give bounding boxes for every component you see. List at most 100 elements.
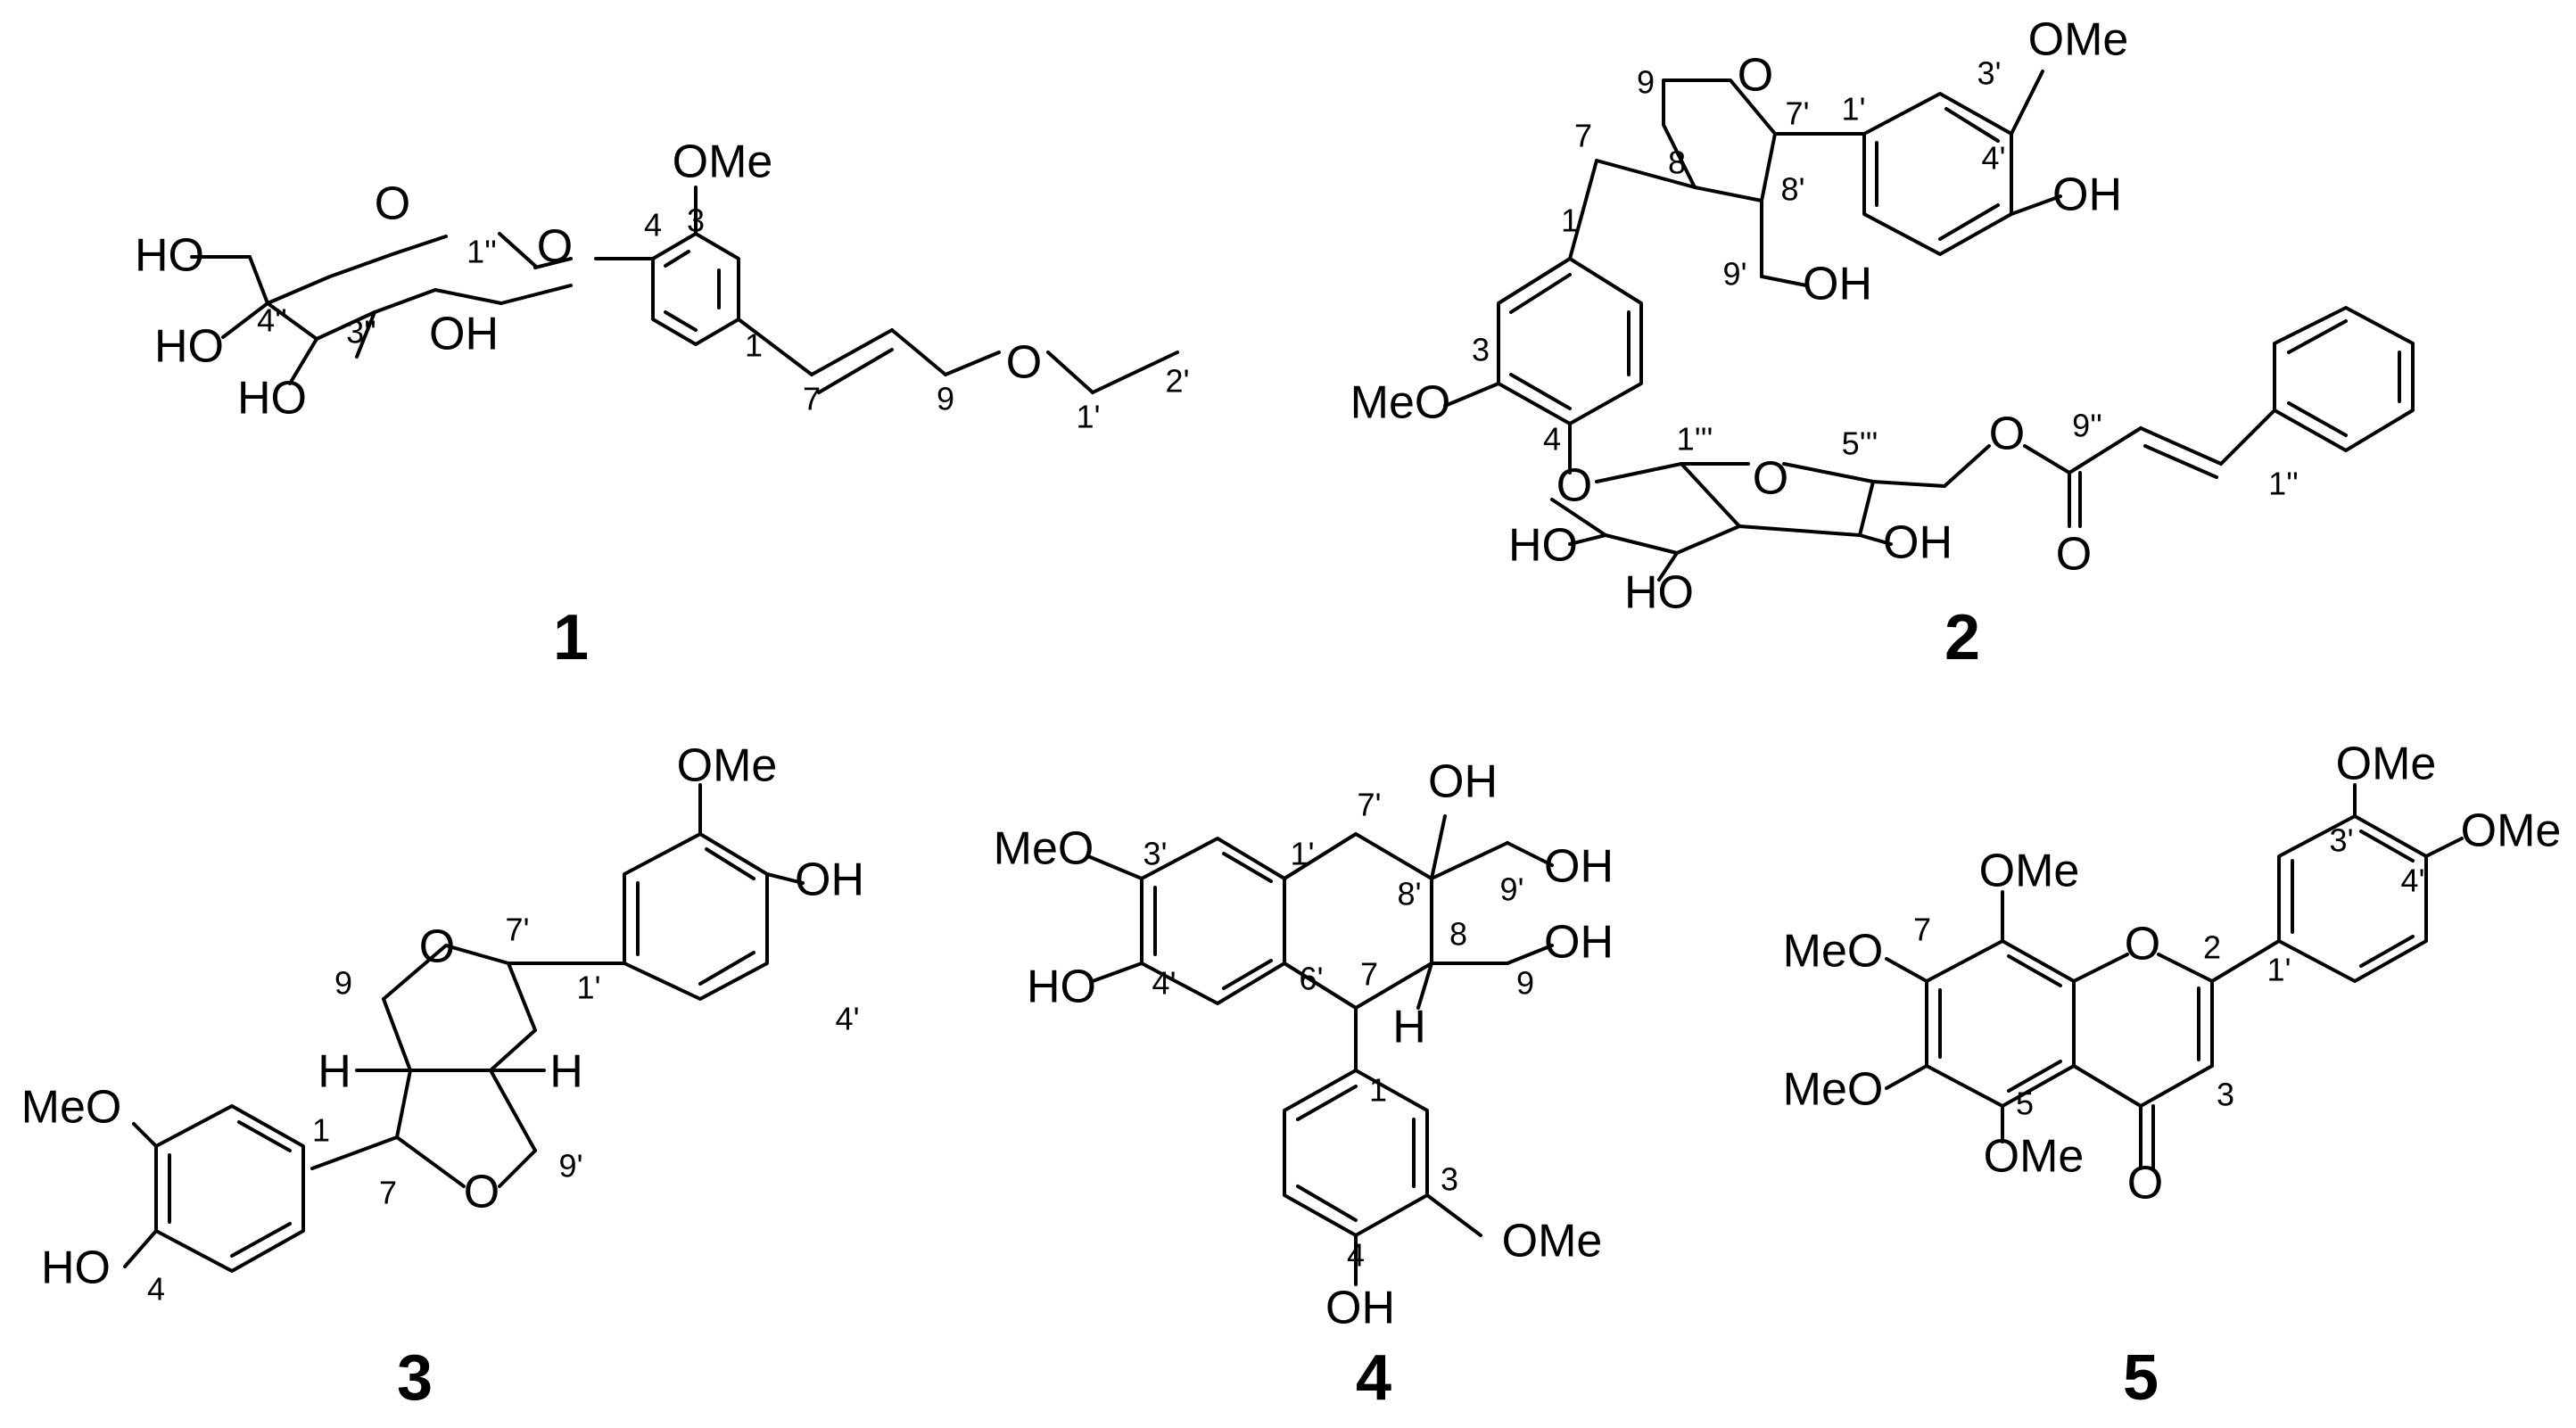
compound-2-locants: 9 7' 1' 3' 4' 7 8 8' 9' 1 3 4 1''' 5''' … [1472,55,2299,502]
locant: 9 [1516,965,1534,1002]
locant: 4 [1347,1237,1365,1274]
locant: 4 [1543,421,1561,458]
locant: 3 [2217,1077,2234,1113]
atom-label: OMe [2336,739,2437,790]
locant: 3' [1144,836,1168,872]
compound-3-structure: OMe OH O O H H MeO HO 9 7' 1' 4' 1 7 9' … [21,740,864,1414]
compound-1-bonds [190,186,1179,394]
locant: 8 [1668,144,1686,181]
atom-label: MeO [1350,377,1451,429]
atom-label: MeO [1783,1064,1884,1116]
locant: 6' [1300,961,1324,997]
atom-label: OMe [1502,1216,1603,1267]
locant: 7 [1913,912,1931,948]
locant: 8' [1398,876,1422,912]
locant: 1' [2267,952,2291,988]
atom-label: O [375,178,410,230]
atom-label: OH [795,854,864,906]
compound-2-atom-labels: OMe OH O OH MeO O O HO HO OH O O [1350,14,2129,619]
atom-label: OH [1428,756,1498,808]
locant: 3' [1977,55,2002,92]
locant: 5 [2016,1085,2034,1122]
locant: 9' [1723,256,1747,293]
locant: 1' [1291,836,1315,872]
locant: 9 [937,381,954,417]
locant: 1' [577,970,601,1006]
locant: 1''' [1677,421,1713,458]
atom-label: HO [154,321,224,373]
atom-label: O [2056,529,2092,581]
compound-5-locants: 3' 4' 7 2 1' 3 5 [1913,822,2424,1122]
locant: 3 [687,202,705,239]
compound-number: 1 [553,602,589,673]
atom-label: O [2125,919,2160,970]
locant: 7 [379,1175,397,1211]
atom-label: OH [1544,841,1614,893]
compound-4-locants: 7' 3' 1' 8' 9' 8 4' 6' 7 9 1 3 4 [1144,787,1534,1274]
locant: 7 [1574,118,1592,154]
compound-1-structure: OMe O O HO HO OH HO O 3 4 1'' 4'' 3'' 1 … [135,136,1189,673]
compound-1-locants: 3 4 1'' 4'' 3'' 1 7 9 1' 2' [257,202,1189,435]
atom-label: O [1989,409,2025,460]
locant: 9 [334,965,352,1002]
compound-1-atom-labels: OMe O O HO HO OH HO O [135,136,1042,425]
locant: 9'' [2072,408,2102,444]
atom-label: OMe [2461,805,2562,857]
atom-label: MeO [1783,926,1884,978]
atom-label: HO [41,1242,111,1294]
atom-label: H [549,1046,583,1098]
compound-5-atom-labels: OMe OMe OMe MeO O MeO OMe O [1783,739,2562,1209]
locant: 4 [147,1271,165,1308]
atom-label: OMe [673,136,773,188]
locant: 5''' [1842,425,1878,462]
compound-4-atom-labels: OH OH OH H MeO HO OMe OH [994,756,1614,1334]
locant: 1 [312,1112,330,1149]
locant: 7' [1786,95,1810,132]
locant: 1 [745,327,763,364]
locant: 9 [1637,64,1655,101]
locant: 7 [803,381,821,417]
atom-label: OMe [1984,1131,2085,1183]
compound-3-atom-labels: OMe OH O O H H MeO HO [21,740,864,1294]
locant: 3 [1472,332,1490,368]
compound-2-structure: OMe OH O OH MeO O O HO HO OH O O 9 7' 1'… [1350,14,2415,673]
locant: 3'' [346,314,376,351]
compound-number: 3 [397,1342,433,1414]
atom-label: HO [1624,567,1694,619]
compound-5-bonds [1885,783,2464,1170]
atom-label: OH [1544,917,1614,969]
compound-3-locants: 9 7' 1' 4' 1 7 9' 4 [147,912,859,1308]
locant: 7' [1358,787,1382,823]
locant: 4' [836,1001,860,1037]
locant: 7' [506,912,530,948]
locant: 2' [1166,363,1190,400]
locant: 3 [1441,1161,1458,1198]
atom-label: O [1006,337,1042,389]
atom-label: HO [237,373,307,425]
atom-label: HO [135,230,204,282]
atom-label: OH [2052,169,2122,221]
atom-label: HO [1027,962,1096,1013]
atom-label: OMe [1979,846,2080,897]
locant: 1 [1561,202,1579,239]
locant: 4' [1982,140,2006,177]
locant: 8' [1781,171,1805,208]
atom-label: O [1738,50,1773,102]
atom-label: O [1753,453,1788,505]
locant: 1' [1842,91,1866,128]
atom-label: HO [1508,520,1578,572]
locant: 1' [1077,399,1101,435]
compound-number: 4 [1356,1342,1391,1414]
locant: 1'' [2268,466,2299,502]
locant: 1'' [466,234,497,270]
compound-4-bonds [1086,814,1554,1286]
locant: 4'' [257,302,287,339]
locant: 8 [1449,916,1467,953]
atom-label: OH [429,309,499,360]
atom-label: OH [1803,259,1872,310]
locant: 9' [559,1148,583,1184]
atom-label: O [464,1167,500,1218]
atom-label: O [1556,460,1592,512]
compound-4-structure: OH OH OH H MeO HO OMe OH 7' 3' 1' 8' 9' … [994,756,1614,1414]
